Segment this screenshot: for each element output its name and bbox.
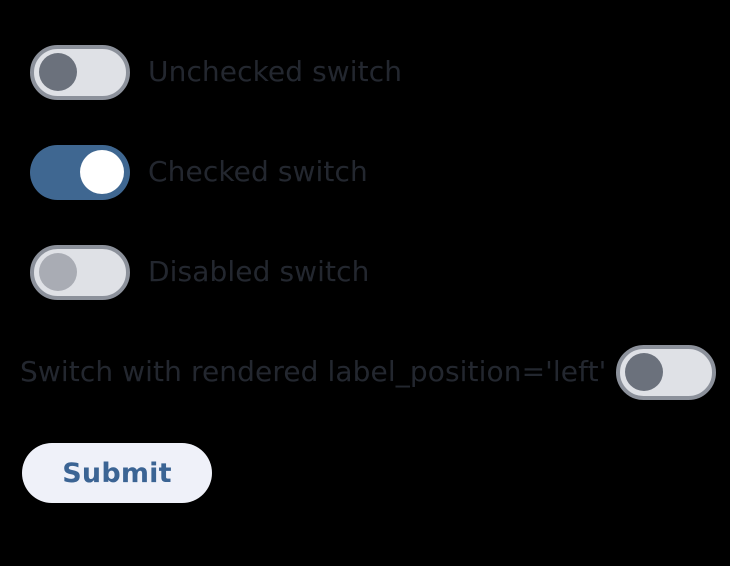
switch-thumb-icon	[625, 353, 664, 391]
form-actions: Submit	[0, 422, 730, 503]
switch-label-left[interactable]	[616, 344, 717, 400]
switch-thumb-icon	[80, 150, 124, 194]
switch-row-checked: Checked switch	[0, 122, 730, 222]
switch-label-disabled: Disabled switch	[148, 255, 370, 288]
switch-thumb-icon	[39, 253, 77, 291]
switch-label-checked: Checked switch	[148, 155, 368, 188]
switch-label-unchecked: Unchecked switch	[148, 55, 403, 88]
switch-row-label-left: Switch with rendered label_position='lef…	[0, 322, 730, 422]
switch-label-label-left: Switch with rendered label_position='lef…	[20, 355, 607, 388]
switch-disabled	[30, 244, 130, 300]
switch-thumb-icon	[39, 53, 77, 91]
switch-row-unchecked: Unchecked switch	[0, 22, 730, 122]
switch-checked[interactable]	[30, 144, 130, 200]
switch-row-disabled: Disabled switch	[0, 222, 730, 322]
switch-unchecked[interactable]	[30, 44, 130, 100]
submit-button[interactable]: Submit	[22, 443, 212, 503]
